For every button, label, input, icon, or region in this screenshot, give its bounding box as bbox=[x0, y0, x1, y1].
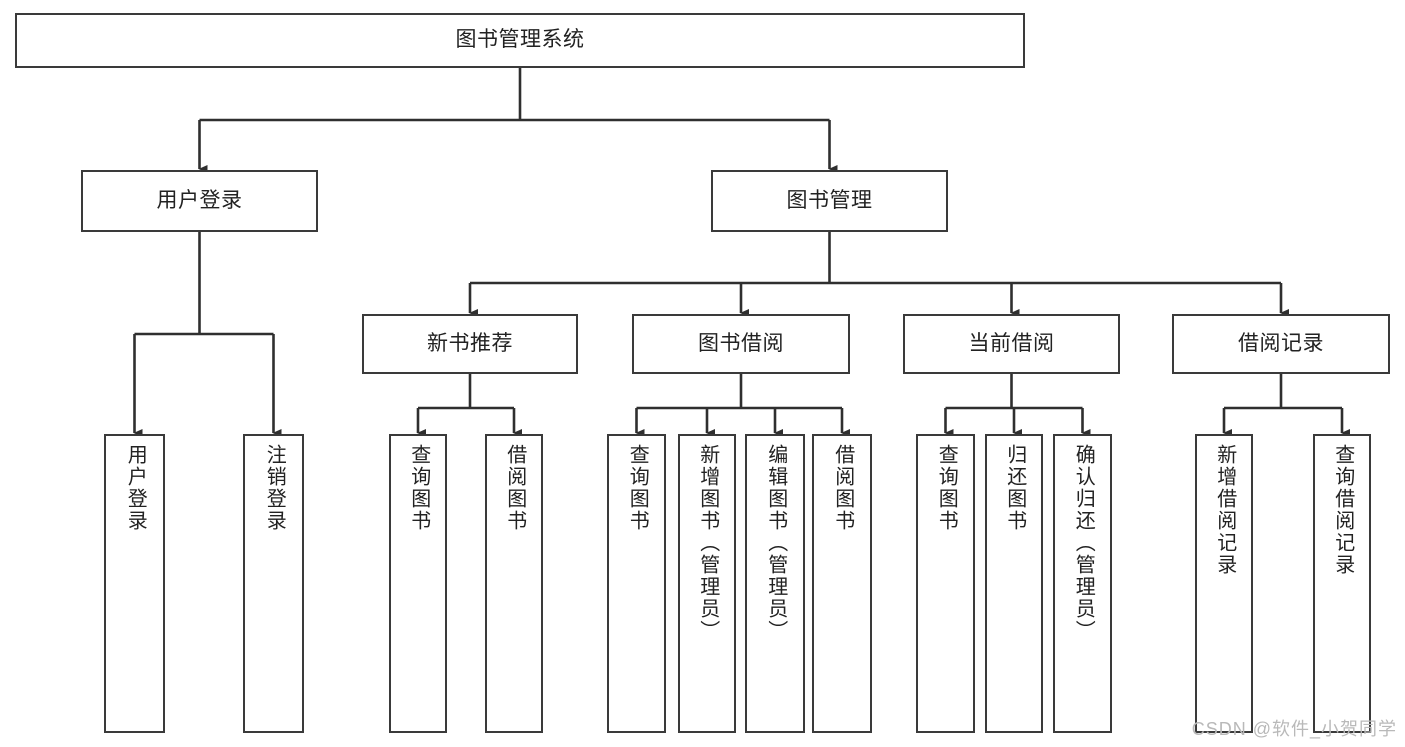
node-leaf-edit-book[interactable]: 编辑图书（管理员） bbox=[745, 434, 805, 733]
node-label: 新书推荐 bbox=[427, 331, 513, 355]
node-new-book-rec[interactable]: 新书推荐 bbox=[362, 314, 578, 374]
node-leaf-return-book[interactable]: 归还图书 bbox=[985, 434, 1043, 733]
node-label: 注销登录 bbox=[263, 444, 286, 532]
node-label: 查询借阅记录 bbox=[1331, 444, 1354, 576]
node-book-borrow[interactable]: 图书借阅 bbox=[632, 314, 850, 374]
node-root[interactable]: 图书管理系统 bbox=[15, 13, 1025, 68]
node-leaf-query-book-a[interactable]: 查询图书 bbox=[389, 434, 447, 733]
node-label: 借阅图书 bbox=[503, 444, 526, 532]
node-leaf-logout[interactable]: 注销登录 bbox=[243, 434, 304, 733]
node-label: 图书管理 bbox=[786, 188, 873, 212]
node-label: 图书借阅 bbox=[698, 331, 784, 355]
node-label: 查询图书 bbox=[407, 444, 430, 532]
node-label: 新增借阅记录 bbox=[1213, 444, 1236, 576]
node-leaf-user-login[interactable]: 用户登录 bbox=[104, 434, 165, 733]
watermark-label: CSDN @软件_小贺同学 bbox=[1191, 719, 1397, 739]
edge-layer bbox=[133, 68, 1350, 437]
node-label: 查询图书 bbox=[626, 444, 649, 532]
node-leaf-query-book-c[interactable]: 查询图书 bbox=[916, 434, 975, 733]
node-borrow-record[interactable]: 借阅记录 bbox=[1172, 314, 1390, 374]
node-user-login[interactable]: 用户登录 bbox=[81, 170, 318, 232]
node-label: 新增图书（管理员） bbox=[696, 444, 719, 642]
node-label: 用户登录 bbox=[156, 188, 243, 212]
node-leaf-query-record[interactable]: 查询借阅记录 bbox=[1313, 434, 1371, 733]
node-book-manage[interactable]: 图书管理 bbox=[711, 170, 948, 232]
node-label: 借阅记录 bbox=[1238, 331, 1324, 355]
node-label: 确认归还（管理员） bbox=[1072, 444, 1095, 642]
node-label: 归还图书 bbox=[1003, 444, 1026, 532]
node-label: 借阅图书 bbox=[831, 444, 854, 532]
node-leaf-add-book[interactable]: 新增图书（管理员） bbox=[678, 434, 736, 733]
node-label: 用户登录 bbox=[124, 444, 147, 532]
node-label: 当前借阅 bbox=[968, 331, 1055, 355]
node-leaf-query-book-b[interactable]: 查询图书 bbox=[607, 434, 666, 733]
node-leaf-borrow-book-b[interactable]: 借阅图书 bbox=[812, 434, 872, 733]
node-label: 编辑图书（管理员） bbox=[764, 444, 787, 642]
node-label: 查询图书 bbox=[935, 444, 958, 532]
node-label: 图书管理系统 bbox=[455, 28, 585, 52]
node-leaf-confirm-return[interactable]: 确认归还（管理员） bbox=[1053, 434, 1112, 733]
node-leaf-borrow-book-a[interactable]: 借阅图书 bbox=[485, 434, 543, 733]
node-current-borrow[interactable]: 当前借阅 bbox=[903, 314, 1120, 374]
node-leaf-add-record[interactable]: 新增借阅记录 bbox=[1195, 434, 1253, 733]
